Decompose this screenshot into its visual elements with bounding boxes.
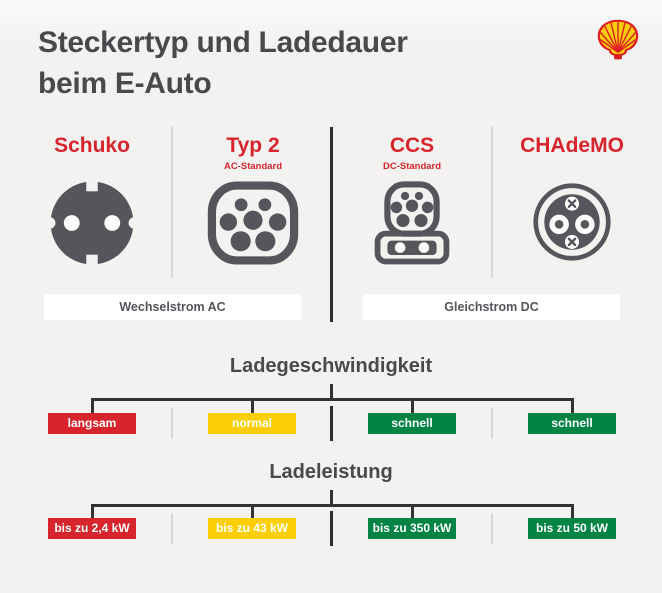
tree-connector-line	[91, 504, 94, 521]
page-title-line2: beim E-Auto	[38, 67, 212, 100]
tree-stem	[330, 384, 333, 400]
ccs-plug-icon	[374, 181, 450, 265]
column-divider	[171, 513, 173, 544]
column-divider	[491, 408, 493, 439]
connector-name-schuko: Schuko	[54, 134, 130, 157]
column-divider	[491, 127, 493, 278]
connector-subtitle-ccs: DC-Standard	[382, 161, 442, 172]
speed-section-title: Ladegeschwindigkeit	[229, 355, 433, 377]
shell-logo-icon	[597, 19, 639, 60]
speed-box-chademo: schnell	[528, 413, 616, 434]
speed-box-typ2: normal	[208, 413, 296, 434]
tree-branch-line	[91, 504, 574, 507]
tree-stem	[330, 490, 333, 506]
tree-connector-line	[411, 504, 414, 521]
power-box-ccs: bis zu 350 kW	[368, 518, 456, 539]
tree-connector-line	[411, 398, 414, 415]
tree-branch-line	[91, 398, 574, 401]
tree-connector-line	[251, 398, 254, 415]
column-divider	[171, 127, 173, 278]
tree-connector-line	[571, 504, 574, 521]
connector-subtitle-typ2: AC-Standard	[223, 161, 283, 172]
group-bar-dc: Gleichstrom DC	[363, 294, 620, 320]
page-title-line1: Steckertyp und Ladedauer	[38, 26, 408, 59]
ac-dc-divider	[330, 511, 333, 546]
chademo-plug-icon	[533, 183, 611, 261]
power-box-schuko: bis zu 2,4 kW	[48, 518, 136, 539]
typ2-plug-icon	[207, 181, 299, 265]
tree-connector-line	[571, 398, 574, 415]
tree-connector-line	[91, 398, 94, 415]
speed-box-ccs: schnell	[368, 413, 456, 434]
schuko-plug-icon	[48, 179, 136, 267]
ac-dc-divider	[330, 127, 333, 322]
column-divider	[491, 513, 493, 544]
power-section-title: Ladeleistung	[269, 461, 393, 483]
ac-dc-divider	[330, 406, 333, 441]
connector-name-ccs: CCS	[389, 134, 435, 157]
speed-box-schuko: langsam	[48, 413, 136, 434]
group-bar-ac: Wechselstrom AC	[44, 294, 301, 320]
column-divider	[171, 408, 173, 439]
tree-connector-line	[251, 504, 254, 521]
page-title: Steckertyp und Ladedauer beim E-Auto	[38, 22, 408, 104]
power-box-typ2: bis zu 43 kW	[208, 518, 296, 539]
connector-name-chademo: CHAdeMO	[520, 134, 624, 157]
connector-name-typ2: Typ 2	[226, 134, 280, 157]
power-box-chademo: bis zu 50 kW	[528, 518, 616, 539]
